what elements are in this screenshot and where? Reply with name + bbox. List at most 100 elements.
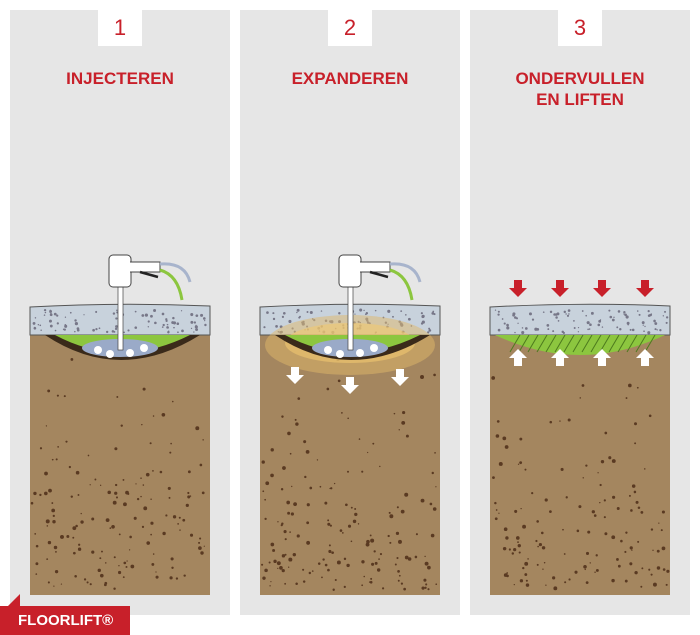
soil-particle xyxy=(114,483,118,487)
soil-particle xyxy=(631,549,633,551)
soil-particle xyxy=(346,470,350,473)
soil-particle xyxy=(397,579,400,582)
concrete-grain xyxy=(642,324,644,326)
soil-particle xyxy=(293,502,297,507)
arrow-up-icon xyxy=(551,349,569,366)
concrete-grain xyxy=(113,330,116,333)
soil-particle xyxy=(77,547,82,551)
soil-particle xyxy=(111,524,115,529)
soil-particle xyxy=(169,576,173,580)
soil-particle xyxy=(524,561,529,566)
soil-particle xyxy=(617,564,621,568)
concrete-grain xyxy=(95,310,98,313)
hose xyxy=(389,262,422,283)
concrete-grain xyxy=(147,326,150,328)
soil-particle xyxy=(591,510,595,514)
soil-particle xyxy=(100,484,102,486)
soil-particle xyxy=(513,584,515,586)
soil-particle xyxy=(517,463,520,465)
concrete-grain xyxy=(405,314,407,316)
concrete-grain xyxy=(616,326,619,329)
soil-particle xyxy=(563,553,566,555)
soil-particle xyxy=(75,470,80,475)
soil-particle xyxy=(630,509,633,512)
soil-particle xyxy=(170,442,172,445)
soil-particle xyxy=(72,536,75,539)
soil-particle xyxy=(65,440,68,443)
concrete-grain xyxy=(123,331,125,334)
concrete-grain xyxy=(588,328,591,330)
hatch xyxy=(644,334,656,353)
soil-particle xyxy=(565,496,568,499)
soil-particle xyxy=(262,576,266,580)
soil-particle xyxy=(648,414,652,418)
concrete-grain xyxy=(195,328,199,332)
soil-particle xyxy=(152,415,155,417)
soil-particle xyxy=(398,429,400,431)
concrete-grain xyxy=(167,327,169,329)
arrow-down-icon xyxy=(593,280,611,297)
arrow-down-icon xyxy=(391,369,409,386)
soil-particle xyxy=(125,565,128,568)
soil-particle xyxy=(280,488,284,491)
soil-particle xyxy=(295,582,298,585)
soil-particle xyxy=(53,585,55,587)
soil-particle xyxy=(600,459,605,464)
soil-particle xyxy=(175,577,179,580)
concrete-grain xyxy=(649,313,652,317)
soil-particle xyxy=(345,503,348,507)
concrete-grain xyxy=(115,317,118,320)
concrete-grain xyxy=(181,329,184,333)
concrete-grain xyxy=(611,318,615,322)
soil-particle xyxy=(625,397,628,400)
soil-particle xyxy=(540,531,544,535)
soil-particle xyxy=(297,397,301,400)
soil-particle xyxy=(276,561,281,566)
concrete-grain xyxy=(144,313,148,317)
soil-particle xyxy=(47,389,51,393)
soil-particle xyxy=(281,554,286,558)
resin-fill xyxy=(495,335,665,355)
concrete-grain xyxy=(542,311,545,313)
soil-particle xyxy=(324,501,328,505)
concrete-grain xyxy=(641,321,645,325)
soil-particle xyxy=(403,587,406,591)
concrete-grain xyxy=(590,311,594,315)
soil-particle xyxy=(91,550,95,554)
soil-particle xyxy=(343,585,346,588)
concrete-grain xyxy=(296,308,300,312)
soil-particle xyxy=(277,521,279,523)
concrete-grain xyxy=(162,323,165,327)
soil-particle xyxy=(270,581,272,583)
soil-particle xyxy=(498,512,500,514)
concrete-grain xyxy=(204,320,206,322)
soil-particle xyxy=(328,549,332,554)
soil-particle xyxy=(182,518,186,522)
soil-particle xyxy=(195,426,200,431)
soil-particle xyxy=(604,431,608,435)
soil-particle xyxy=(333,482,336,485)
soil-particle xyxy=(48,488,52,493)
soil-particle xyxy=(370,538,375,543)
soil-particle xyxy=(583,564,587,569)
soil-particle xyxy=(118,533,121,536)
soil-particle xyxy=(629,546,633,550)
soil-particle xyxy=(319,485,322,488)
concrete-grain xyxy=(338,312,341,315)
concrete-grain xyxy=(63,328,66,331)
soil-particle xyxy=(593,514,597,517)
soil-particle xyxy=(559,420,561,422)
concrete-grain xyxy=(428,329,432,332)
soil-particle xyxy=(66,534,70,538)
step-number: 2 xyxy=(328,10,372,46)
soil-particle xyxy=(374,561,378,565)
concrete-grain xyxy=(306,311,309,313)
concrete-grain xyxy=(561,330,564,334)
flow-arrow-icon xyxy=(356,349,364,357)
soil-particle xyxy=(435,583,438,586)
concrete-grain xyxy=(626,321,630,325)
soil-particle xyxy=(309,486,313,490)
soil-particle xyxy=(560,467,564,471)
arrow-up-icon xyxy=(636,349,654,366)
concrete-grain xyxy=(573,320,575,322)
